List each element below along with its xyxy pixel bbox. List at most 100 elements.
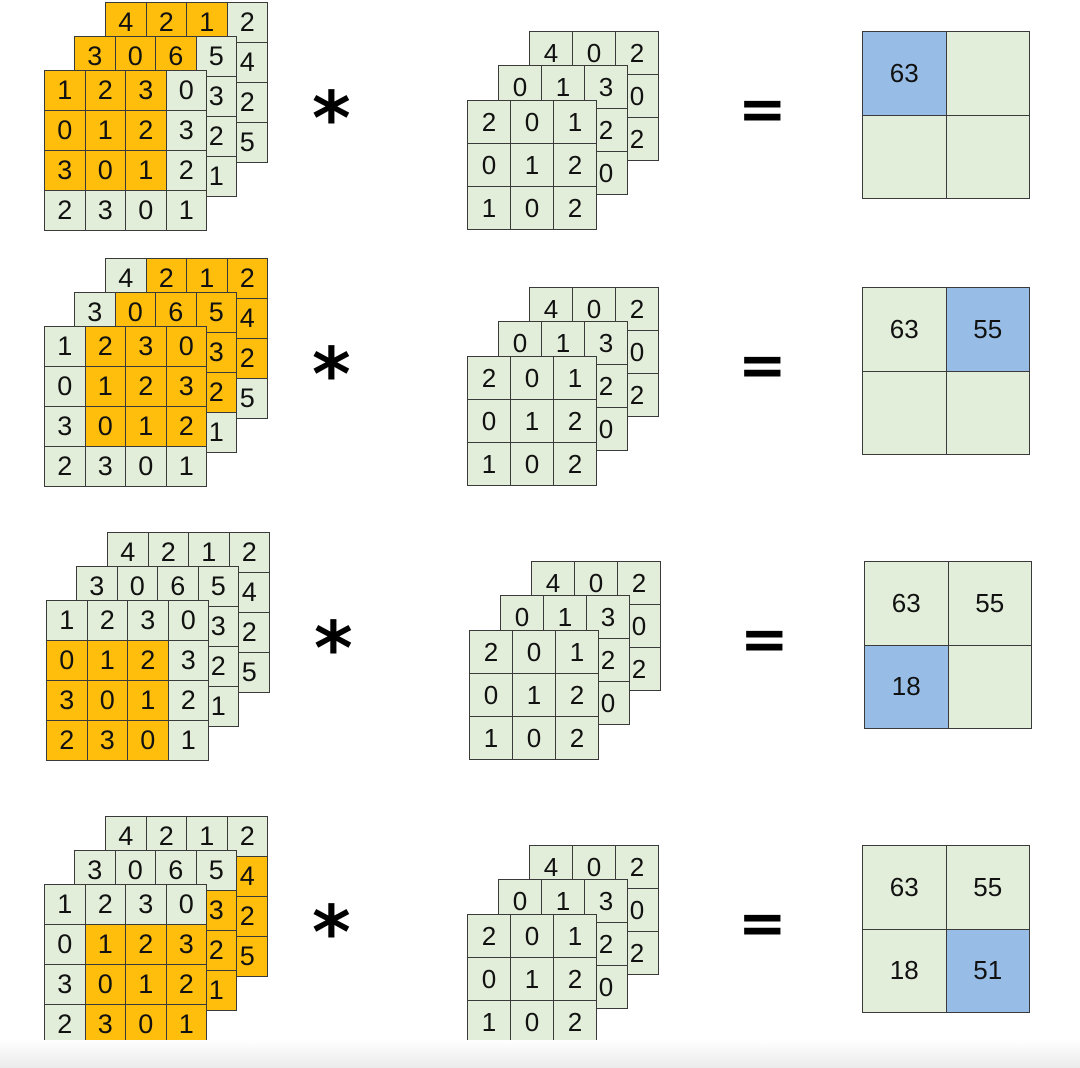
- input-channel-1-cell: 2: [127, 640, 169, 681]
- kernel-channel-1-cell: 1: [510, 143, 554, 187]
- kernel-channel-1-cell: 2: [469, 630, 513, 674]
- input-channel-1-cell: 2: [165, 150, 207, 191]
- input-channel-1-cell: 0: [125, 190, 167, 231]
- input-channel-1-cell: 1: [125, 150, 167, 191]
- output-matrix-cell: 18: [862, 928, 947, 1013]
- input-channel-1-cell: 3: [125, 326, 167, 367]
- kernel-channel-1-cell: 0: [510, 100, 554, 144]
- input-channel-1-cell: 2: [44, 1004, 86, 1045]
- kernel-channel-1-cell: 0: [510, 186, 554, 230]
- input-channel-1-cell: 0: [165, 70, 207, 111]
- convolve-operator: *: [314, 606, 353, 692]
- kernel-channel-1-cell: 1: [467, 1000, 511, 1044]
- output-matrix-cell: 51: [945, 928, 1030, 1013]
- input-channel-1-cell: 3: [46, 680, 88, 721]
- kernel-channel-1-cell: 1: [467, 442, 511, 486]
- input-channel-1-cell: 0: [125, 1004, 167, 1045]
- kernel-channel-1-cell: 2: [467, 100, 511, 144]
- output-matrix-cell: 18: [864, 644, 949, 729]
- input-channel-3-cell: 2: [228, 532, 270, 573]
- kernel-channel-1-cell: 2: [467, 356, 511, 400]
- input-channel-1-cell: 3: [165, 366, 207, 407]
- input-channel-1-cell: 1: [86, 640, 128, 681]
- input-channel-1-cell: 2: [46, 720, 88, 761]
- input-channel-1-cell: 1: [165, 1004, 207, 1045]
- input-channel-1-cell: 3: [44, 150, 86, 191]
- kernel-channel-1-cell: 1: [553, 100, 597, 144]
- input-channel-1-cell: 2: [84, 326, 126, 367]
- input-channel-1-cell: 1: [165, 190, 207, 231]
- input-channel-1-cell: 3: [44, 964, 86, 1005]
- kernel-channel-2-cell: 0: [584, 965, 628, 1009]
- kernel-channel-1-cell: 2: [555, 673, 599, 717]
- input-channel-1-cell: 3: [165, 924, 207, 965]
- output-matrix-cell: 63: [862, 31, 947, 116]
- kernel-channel-1-cell: 1: [553, 356, 597, 400]
- input-channel-1-cell: 0: [127, 720, 169, 761]
- input-channel-1-cell: 0: [84, 406, 126, 447]
- output-matrix-cell: 63: [864, 561, 949, 646]
- convolve-operator: *: [312, 890, 351, 976]
- kernel-channel-1-cell: 0: [469, 673, 513, 717]
- input-channel-1-cell: 0: [84, 150, 126, 191]
- input-channel-1-cell: 2: [125, 110, 167, 151]
- input-channel-1-cell: 1: [125, 964, 167, 1005]
- kernel-channel-1-cell: 2: [555, 716, 599, 760]
- convolve-operator: *: [312, 76, 351, 162]
- input-channel-1-cell: 2: [86, 600, 128, 641]
- kernel-channel-1-cell: 2: [553, 1000, 597, 1044]
- convolve-operator: *: [312, 332, 351, 418]
- input-channel-1-cell: 3: [165, 110, 207, 151]
- input-channel-1-cell: 0: [125, 446, 167, 487]
- input-channel-1-cell: 2: [165, 406, 207, 447]
- kernel-channel-1-cell: 0: [510, 1000, 554, 1044]
- output-matrix-cell: 55: [947, 561, 1032, 646]
- input-channel-1-cell: 1: [46, 600, 88, 641]
- input-channel-1-cell: 0: [86, 680, 128, 721]
- step-row-2: 4212012412323015306523033012230112300123…: [0, 256, 1080, 496]
- kernel-channel-1-cell: 2: [553, 143, 597, 187]
- step-row-3: 4212012412323015306523033012230112300123…: [0, 530, 1080, 770]
- output-matrix-cell: 55: [945, 287, 1030, 372]
- output-matrix: 63: [862, 31, 1030, 199]
- input-channel-1-cell: 1: [44, 326, 86, 367]
- output-matrix-cell: 63: [862, 845, 947, 930]
- input-channel-2-cell: 0: [116, 566, 158, 607]
- input-channel-1-cell: 3: [167, 640, 209, 681]
- input-channel-1-cell: 2: [84, 884, 126, 925]
- kernel-channel-1-cell: 0: [510, 356, 554, 400]
- kernel-channel-1-cell: 0: [467, 957, 511, 1001]
- input-channel-1-cell: 2: [165, 964, 207, 1005]
- kernel-channel-1-cell: 0: [512, 716, 556, 760]
- input-channel-1-cell: 0: [46, 640, 88, 681]
- input-channel-1-cell: 1: [84, 924, 126, 965]
- kernel-channel-1-cell: 0: [467, 143, 511, 187]
- input-channel-1-cell: 2: [125, 366, 167, 407]
- equals-operator: =: [738, 889, 787, 957]
- input-channel-1-cell: 1: [125, 406, 167, 447]
- kernel-channel-1-cell: 1: [555, 630, 599, 674]
- input-channel-1-cell: 0: [165, 326, 207, 367]
- kernel-channel-1-cell: 0: [467, 399, 511, 443]
- kernel-channel-3-cell: 2: [615, 845, 659, 889]
- input-channel-1-cell: 2: [44, 190, 86, 231]
- input-channel-1-cell: 1: [127, 680, 169, 721]
- kernel-channel-1-cell: 0: [510, 914, 554, 958]
- output-matrix-cell: [862, 370, 947, 455]
- kernel-channel-1-cell: 0: [512, 630, 556, 674]
- kernel-channel-1-cell: 2: [553, 442, 597, 486]
- input-channel-1-cell: 1: [167, 720, 209, 761]
- kernel-channel-1-cell: 1: [553, 914, 597, 958]
- input-channel-1-cell: 3: [127, 600, 169, 641]
- kernel-channel-1-cell: 1: [512, 673, 556, 717]
- input-channel-1-cell: 3: [125, 70, 167, 111]
- input-channel-1-cell: 1: [44, 70, 86, 111]
- equals-operator: =: [738, 75, 787, 143]
- input-channel-1-cell: 2: [84, 70, 126, 111]
- bottom-edge: [0, 1040, 1080, 1068]
